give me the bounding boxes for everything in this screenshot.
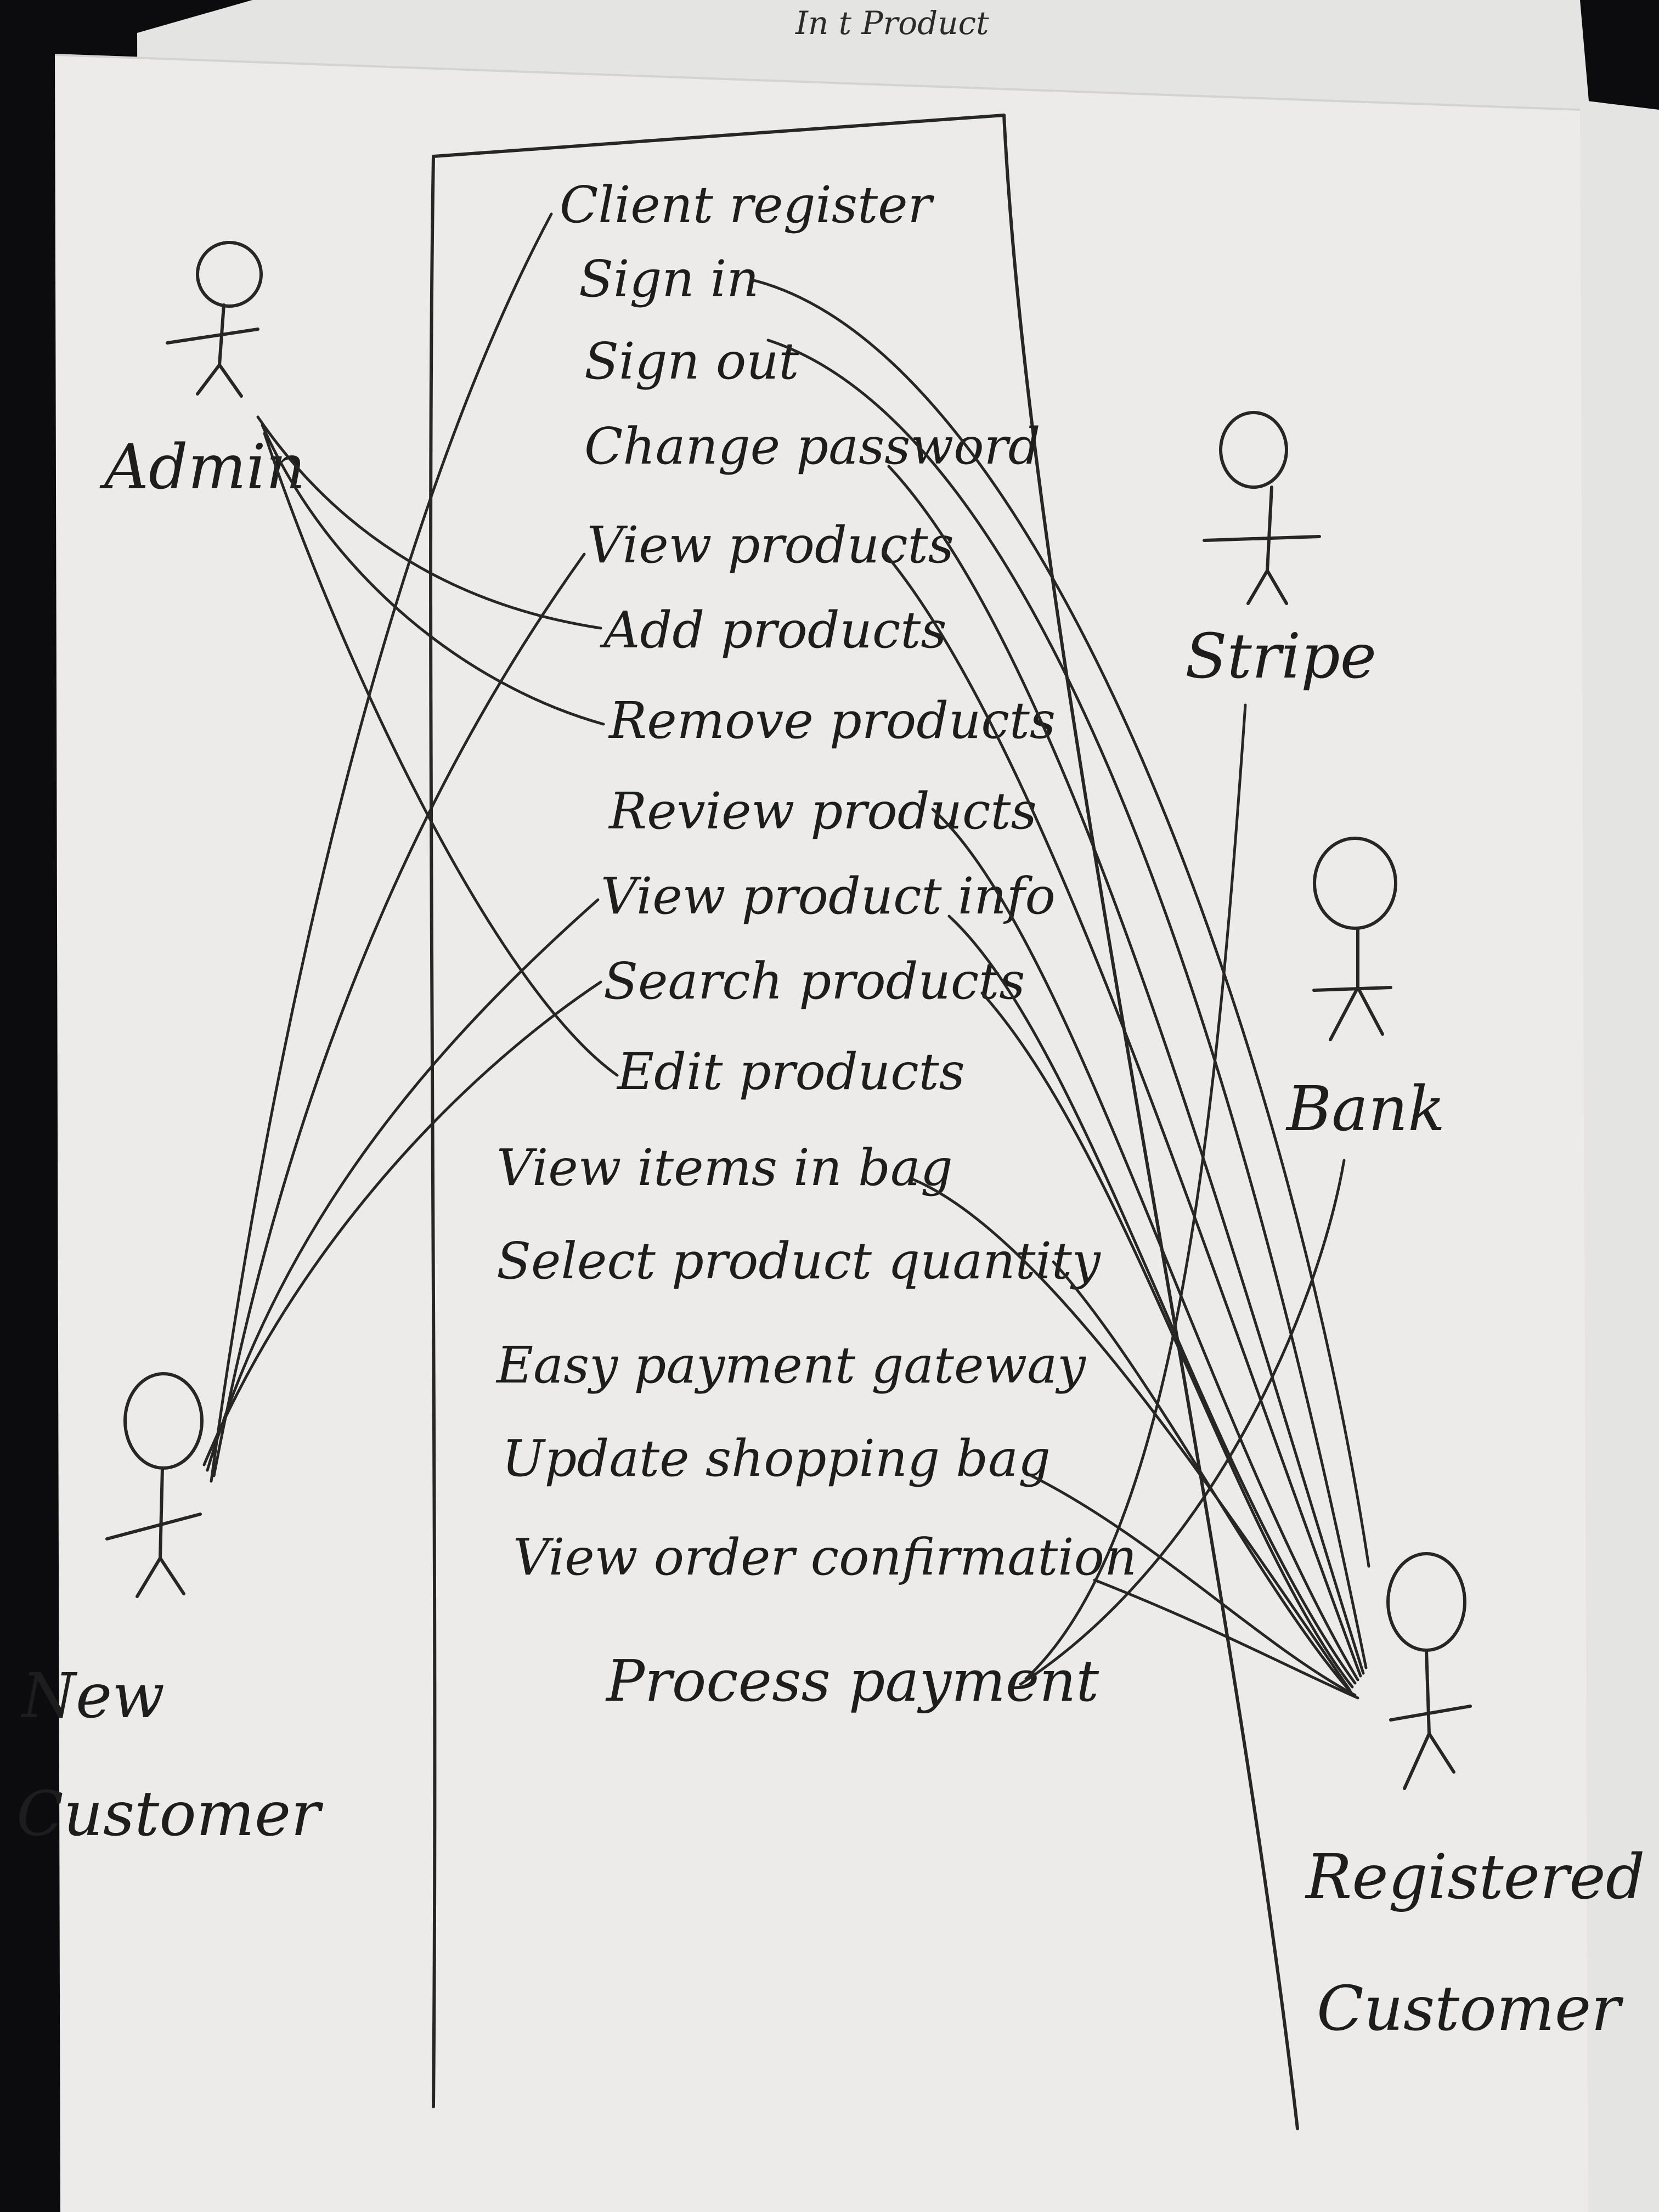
stripe-arms <box>1203 535 1321 542</box>
bank-legs <box>1329 986 1384 1041</box>
new-customer-legs <box>136 1556 185 1598</box>
stripe-head <box>1219 411 1288 489</box>
use-case-update-shopping-bag: Update shopping bag <box>502 1429 1051 1488</box>
association-registered-search-products <box>980 991 1354 1689</box>
registered-customer-label-line2: Customer <box>1317 1973 1624 2045</box>
association-registered-view-product-info <box>947 915 1357 1685</box>
registered-customer-legs <box>1403 1732 1455 1790</box>
use-case-sign-out: Sign out <box>584 332 799 391</box>
use-case-add-products: Add products <box>599 601 947 659</box>
association-registered-sign-out <box>766 338 1368 1669</box>
admin-head <box>196 241 263 308</box>
association-new-customer-client-register <box>210 212 553 1483</box>
use-case-view-order-confirmation: View order confirmation <box>513 1528 1137 1587</box>
use-case-search-products: Search products <box>603 952 1025 1011</box>
association-bank-process-payment <box>1019 1159 1346 1686</box>
association-registered-view-items-in-bag <box>912 1178 1351 1691</box>
system-boundary-left <box>429 155 437 2108</box>
use-case-select-product-quantity: Select product quantity <box>496 1232 1101 1290</box>
admin-arms <box>166 328 259 345</box>
use-case-process-payment: Process payment <box>605 1647 1099 1714</box>
association-registered-sign-in <box>750 278 1370 1568</box>
association-new-customer-view-products <box>212 552 586 1477</box>
new-customer-body <box>159 1466 164 1560</box>
new-customer-label-line2: Customer <box>16 1779 324 1850</box>
new-customer-arms <box>105 1513 202 1541</box>
use-case-view-products: View products <box>587 516 954 574</box>
registered-customer-arms <box>1389 1705 1472 1722</box>
back-sheet-heading: In t Product <box>795 4 989 42</box>
actor-new-customer: New Customer <box>16 1372 324 1850</box>
registered-customer-associations <box>750 278 1370 1700</box>
association-registered-view-order-confirmation <box>1093 1578 1359 1700</box>
actor-bank: Bank <box>1285 837 1445 1145</box>
admin-label: Admin <box>99 432 306 503</box>
association-new-customer-search-products <box>202 980 602 1466</box>
association-registered-select-product-quantity <box>1052 1260 1352 1694</box>
actor-stripe: Stripe <box>1185 411 1376 692</box>
association-admin-edit-products <box>263 432 619 1077</box>
system-boundary-right <box>1002 114 1299 2130</box>
bank-label: Bank <box>1285 1074 1445 1145</box>
registered-customer-body <box>1425 1649 1431 1735</box>
stripe-label: Stripe <box>1185 621 1376 692</box>
front-paper-sheet <box>55 55 1588 2212</box>
paper-edge <box>54 54 1581 111</box>
system-boundary-top <box>432 114 1006 158</box>
stripe-legs <box>1246 569 1288 605</box>
use-case-client-register: Client register <box>560 176 935 234</box>
new-customer-label-line1: New <box>20 1661 165 1732</box>
association-registered-view-products <box>882 550 1362 1678</box>
use-case-edit-products: Edit products <box>616 1042 965 1101</box>
association-admin-add-products <box>256 415 602 630</box>
use-case-list: Client register Sign in Sign out Change … <box>495 176 1137 1714</box>
stripe-body <box>1266 486 1273 572</box>
use-case-view-items-in-bag: View items in bag <box>496 1138 953 1197</box>
right-paper-sheet <box>1569 99 1659 2212</box>
admin-associations <box>256 415 619 1077</box>
use-case-easy-payment-gateway: Easy payment gateway <box>495 1336 1086 1395</box>
actor-registered-customer: Registered Customer <box>1305 1552 1645 2045</box>
association-registered-change-password <box>887 465 1365 1675</box>
bank-arms <box>1312 986 1392 992</box>
association-new-customer-view-product-info <box>206 898 600 1472</box>
association-admin-remove-products <box>261 424 605 726</box>
use-case-view-product-info: View product info <box>601 867 1056 926</box>
new-customer-associations <box>202 212 602 1483</box>
registered-customer-label-line1: Registered <box>1305 1842 1645 1913</box>
payment-associations <box>1019 703 1346 1686</box>
bank-head <box>1313 837 1397 930</box>
admin-legs <box>196 363 243 398</box>
use-case-change-password: Change password <box>584 417 1041 476</box>
use-case-sign-in: Sign in <box>579 250 759 308</box>
association-stripe-process-payment <box>1024 703 1247 1680</box>
association-registered-update-shopping-bag <box>1030 1474 1357 1697</box>
use-case-remove-products: Remove products <box>608 691 1056 750</box>
association-registered-review-products <box>931 808 1359 1681</box>
use-case-review-products: Review products <box>608 782 1037 840</box>
